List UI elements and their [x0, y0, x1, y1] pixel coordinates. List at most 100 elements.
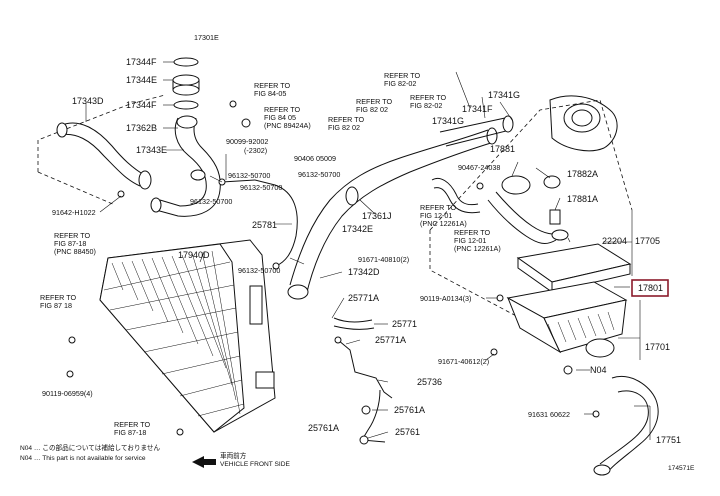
part-label: 91671-40810(2): [358, 255, 409, 264]
part-label: 96132-50700: [228, 171, 270, 180]
ref-label: REFER TO: [114, 420, 150, 429]
part-label: 17343D: [72, 96, 104, 106]
ref-label: (PNC 12261A): [420, 219, 467, 228]
clamps: [138, 169, 206, 190]
intercooler: [99, 239, 276, 433]
part-label: 25771A: [348, 293, 379, 303]
highlight-box-17801: [631, 279, 669, 297]
note-jp: N04 … この部品については補給しておりません: [20, 443, 161, 452]
part-label: 90119-06959(4): [42, 389, 93, 398]
ref-label: REFER TO: [420, 203, 456, 212]
part-label: 91631 60622: [528, 410, 570, 419]
group-boundary-left: [37, 94, 166, 206]
part-label-17801[interactable]: 17801: [638, 283, 663, 293]
ref-label: REFER TO: [54, 231, 90, 240]
part-label: 17341G: [488, 90, 520, 100]
ref-label: REFER TO: [410, 93, 446, 102]
part-label: 17361J: [362, 211, 392, 221]
air-filter-element: [547, 311, 615, 345]
part-label: 17342E: [342, 224, 373, 234]
part-label: 25771: [392, 319, 417, 329]
part-label: 17344F: [126, 100, 157, 110]
part-label: 17342D: [348, 267, 380, 277]
air-hose-17751: [592, 376, 659, 476]
bolts-left: [66, 100, 251, 436]
air-cleaner-assembly: [490, 243, 632, 375]
ref-label: FIG 82-02: [410, 101, 442, 110]
part-label: 17705: [635, 236, 660, 246]
part-label: 91671-40612(2): [438, 357, 489, 366]
ref-label: (PNC 12261A): [454, 244, 501, 253]
ref-label: REFER TO: [264, 105, 300, 114]
ref-label: FIG 12-01: [420, 211, 452, 220]
part-label: 22204: [602, 236, 627, 246]
ref-label: FIG 82 02: [328, 123, 360, 132]
part-label: 90467-24038: [458, 163, 500, 172]
ref-label: FIG 87-18: [114, 428, 146, 437]
part-label: 90099-92002: [226, 137, 268, 146]
part-label: 96132-50700: [298, 170, 340, 179]
arrow-left-icon: [192, 456, 216, 468]
air-duct-17342d: [287, 127, 498, 300]
part-label: 17344F: [126, 57, 157, 67]
part-label: 17341G: [432, 116, 464, 126]
ref-label: REFER TO: [40, 293, 76, 302]
intercooler-fins: [103, 250, 245, 417]
part-label: (-2302): [244, 146, 267, 155]
refer-to-labels: REFER TO FIG 84-05 REFER TO FIG 84 05 (P…: [40, 71, 501, 437]
ref-label: FIG 84 05: [264, 113, 296, 122]
ref-label: FIG 84-05: [254, 89, 286, 98]
ref-label: FIG 12-01: [454, 236, 486, 245]
vehicle-front-indicator: 車両前方 VEHICLE FRONT SIDE: [192, 451, 290, 468]
leader-lines: [85, 61, 651, 440]
part-label: 96132-50700: [190, 197, 232, 206]
part-label: 90406 05009: [294, 154, 336, 163]
vacuum-hose-25771: [333, 317, 393, 445]
part-label: 25761: [395, 427, 420, 437]
part-labels: 17344F 17344E 17344F 17343D 17362B 17343…: [42, 57, 681, 445]
part-label: 25761A: [394, 405, 425, 415]
note-en: N04 … This part is not available for ser…: [20, 455, 146, 462]
rubber-rings: [172, 57, 200, 110]
part-label: 17362B: [126, 123, 157, 133]
part-label: N04: [590, 365, 607, 375]
part-label: 96132-50700: [238, 266, 280, 275]
part-label: 25771A: [375, 335, 406, 345]
part-label: 17882A: [567, 169, 598, 179]
footer-code: 174571E: [668, 465, 695, 472]
ref-label: FIG 82 02: [356, 105, 388, 114]
part-label: 17881: [490, 144, 515, 154]
turbo-outlet: [549, 95, 618, 152]
part-label: 17344E: [126, 75, 157, 85]
part-label: 17881A: [567, 194, 598, 204]
ref-label: REFER TO: [356, 97, 392, 106]
ref-label: REFER TO: [454, 228, 490, 237]
ref-label: FIG 87 18: [40, 301, 72, 310]
part-label: 96132-50700: [240, 183, 282, 192]
part-label: 17343E: [136, 145, 167, 155]
ref-label: (PNC 88450): [54, 247, 96, 256]
ref-label: (PNC 89424A): [264, 121, 311, 130]
sensor-wire-25781: [218, 178, 298, 270]
direction-en: VEHICLE FRONT SIDE: [220, 461, 290, 468]
part-label: 17940D: [178, 250, 210, 260]
throttle-pipe-17881: [476, 175, 569, 244]
group-boundary-right: [429, 99, 633, 319]
part-label: 25781: [252, 220, 277, 230]
part-label: 90119-A0134(3): [420, 294, 471, 303]
hose-17361j: [431, 177, 481, 214]
ref-label: REFER TO: [328, 115, 364, 124]
intake-hose-17343d: [56, 122, 147, 187]
direction-jp: 車両前方: [220, 451, 247, 460]
ref-label: FIG 82-02: [384, 79, 416, 88]
ref-label: REFER TO: [254, 81, 290, 90]
part-label: 25761A: [308, 423, 339, 433]
part-label: 17341F: [462, 104, 493, 114]
part-label: 17701: [645, 342, 670, 352]
ref-label: FIG 87-18: [54, 239, 86, 248]
ref-label: REFER TO: [384, 71, 420, 80]
part-label: 91642-H1022: [52, 208, 96, 217]
connector-pipe-17341: [439, 115, 514, 147]
